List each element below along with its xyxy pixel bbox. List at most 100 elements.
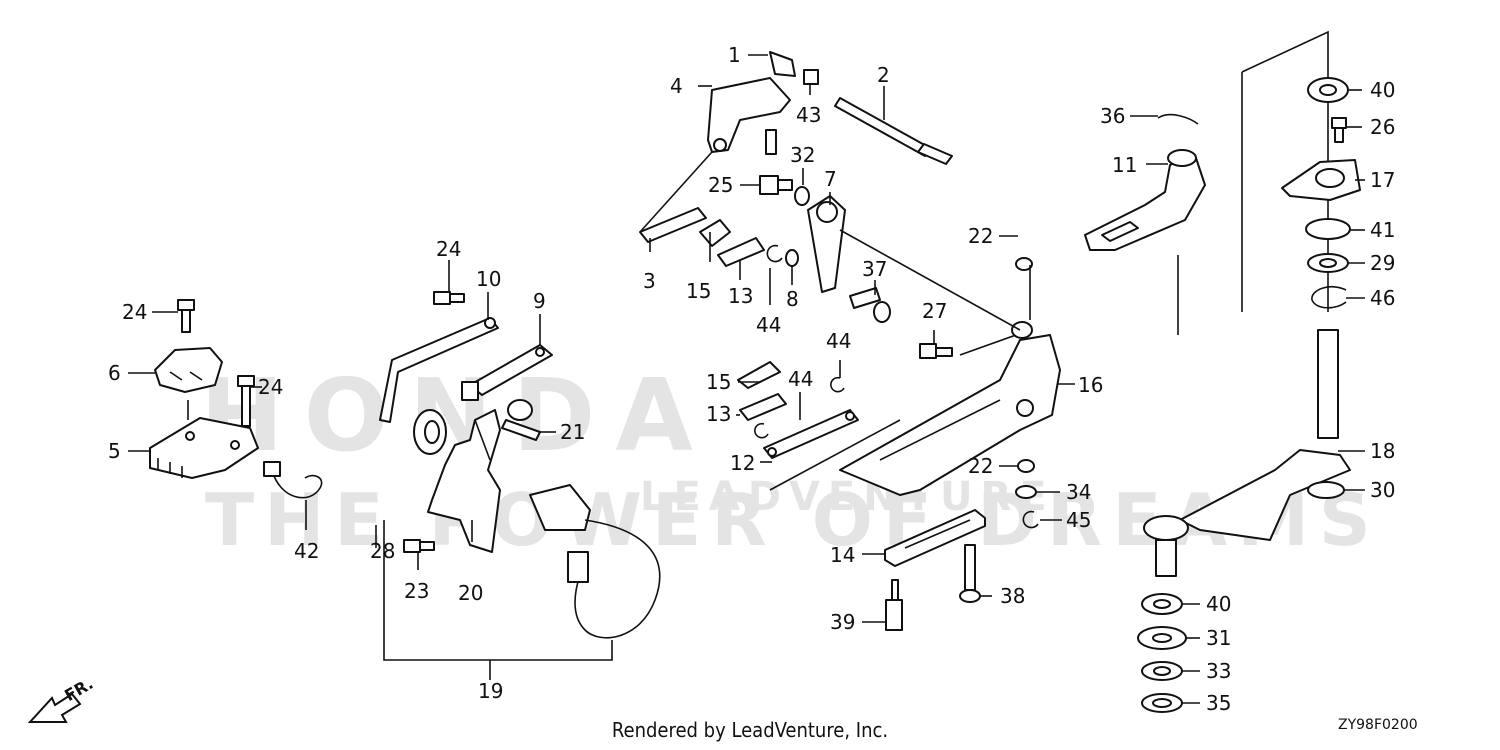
part-44-eclip-b	[830, 376, 845, 393]
part-36-cotter	[1157, 113, 1199, 125]
callout-24-b: 24	[258, 375, 283, 399]
part-10-plate	[379, 317, 499, 423]
part-13-rod-end-a	[717, 237, 765, 267]
callout-32: 32	[790, 143, 815, 167]
part-41-ring	[1305, 218, 1351, 240]
leader-lines	[128, 54, 1365, 704]
callout-45: 45	[1066, 508, 1091, 532]
part-12-link	[763, 409, 859, 459]
part-8-washer	[785, 249, 799, 267]
part-33-washer	[1141, 661, 1183, 681]
callout-3: 3	[643, 269, 656, 293]
callout-1: 1	[728, 43, 741, 67]
callout-22-a: 22	[968, 224, 993, 248]
callout-17: 17	[1370, 168, 1395, 192]
callout-34: 34	[1066, 480, 1091, 504]
part-43-nut	[803, 69, 819, 85]
callout-22-b: 22	[968, 454, 993, 478]
part-42-clip	[263, 461, 323, 499]
callout-37: 37	[862, 257, 887, 281]
part-9-plate	[461, 344, 553, 401]
callout-14: 14	[830, 543, 855, 567]
part-22-bushing-a	[1015, 257, 1033, 271]
callout-9: 9	[533, 289, 546, 313]
part-38-pin	[959, 544, 981, 603]
part-7-arm	[807, 195, 846, 293]
part-17-holder	[1281, 159, 1361, 201]
part-5-bracket	[149, 417, 259, 479]
callout-31: 31	[1206, 626, 1231, 650]
callout-39: 39	[830, 610, 855, 634]
callout-24-a: 24	[122, 300, 147, 324]
callout-15-a: 15	[686, 279, 711, 303]
part-30-washer	[1307, 481, 1345, 499]
watermark-brand: HONDA	[200, 357, 713, 474]
part-37-pin	[849, 287, 891, 323]
part-18-shaft-arm	[1143, 329, 1351, 577]
part-3-link	[639, 207, 707, 243]
part-45-clip	[1022, 510, 1039, 529]
callout-44-c: 44	[788, 367, 813, 391]
part-31-washer	[1137, 626, 1187, 650]
part-40-seal-a	[1307, 77, 1349, 103]
callout-13-a: 13	[728, 284, 753, 308]
callout-labels: 1 2 3 4 5 6 7 8 9 10 11 12 13 13 14 15 1…	[108, 43, 1395, 715]
callout-21: 21	[560, 420, 585, 444]
part-4-lever	[707, 77, 791, 155]
part-13-rod-end-b	[739, 393, 787, 421]
callout-10: 10	[476, 267, 501, 291]
footer-credit: Rendered by LeadVenture, Inc.	[611, 718, 889, 742]
part-15-clip-a	[699, 219, 731, 247]
part-19-switch	[529, 484, 661, 639]
diagram-code: ZY98F0200	[1338, 717, 1418, 733]
callout-24-c: 24	[436, 237, 461, 261]
part-35-spring-washer	[1141, 693, 1183, 713]
callout-8: 8	[786, 287, 799, 311]
part-2-rod	[834, 97, 953, 165]
callout-11: 11	[1112, 153, 1137, 177]
part-22-bushing-b	[1017, 459, 1035, 473]
callout-16: 16	[1078, 373, 1103, 397]
part-34-washer	[1015, 485, 1037, 499]
callout-28: 28	[370, 539, 395, 563]
callout-44-a: 44	[756, 313, 781, 337]
callout-42: 42	[294, 539, 319, 563]
part-11-arm	[1084, 149, 1206, 251]
callout-18: 18	[1370, 439, 1395, 463]
part-25-bolt	[759, 175, 793, 195]
callout-40-a: 40	[1370, 78, 1395, 102]
part-1-joint	[769, 51, 796, 77]
callout-46: 46	[1370, 286, 1395, 310]
part-15-clip-b	[737, 361, 781, 389]
callout-36: 36	[1100, 104, 1125, 128]
callout-43: 43	[796, 103, 821, 127]
bracket-19	[383, 520, 613, 661]
callout-40-b: 40	[1206, 592, 1231, 616]
callout-35: 35	[1206, 691, 1231, 715]
part-14-link	[884, 509, 986, 567]
callout-13-b: 13	[706, 402, 731, 426]
part-24-bolt-a	[177, 299, 195, 333]
callout-7: 7	[824, 167, 837, 191]
callout-25: 25	[708, 173, 733, 197]
callout-38: 38	[1000, 584, 1025, 608]
part-20-bracket	[427, 409, 501, 553]
callout-5: 5	[108, 439, 121, 463]
callout-19: 19	[478, 679, 503, 703]
part-21-clamp	[501, 399, 541, 441]
part-23-bolt	[403, 539, 435, 553]
part-44-eclip-a	[766, 244, 783, 263]
part-6-cover	[154, 347, 223, 393]
part-28-ring	[413, 409, 447, 455]
callout-6: 6	[108, 361, 121, 385]
part-24-bolt-c	[433, 291, 465, 305]
callout-27: 27	[922, 299, 947, 323]
part-40-seal-b	[1141, 593, 1183, 615]
callout-33: 33	[1206, 659, 1231, 683]
part-27-bolt	[919, 343, 953, 359]
callout-20: 20	[458, 581, 483, 605]
part-24-bolt-b	[237, 375, 255, 427]
callout-4: 4	[670, 74, 683, 98]
part-29-washer	[1307, 253, 1349, 273]
